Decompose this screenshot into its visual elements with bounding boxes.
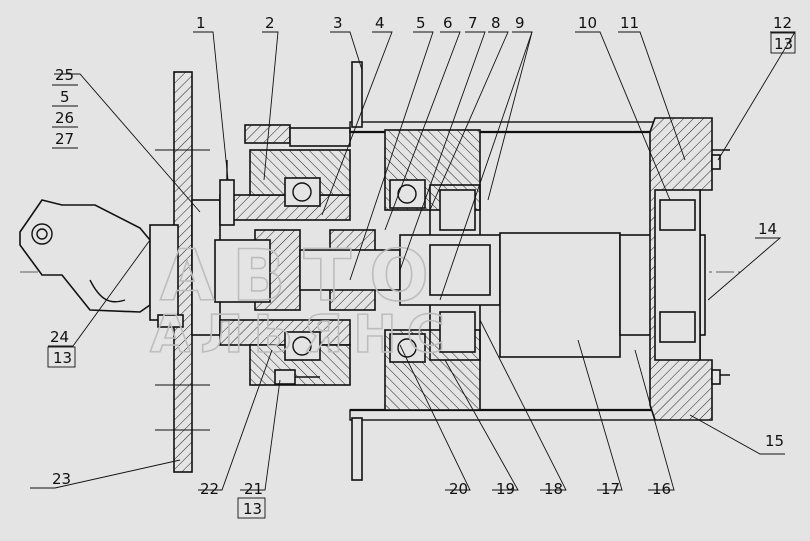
callout-2: 2	[265, 14, 275, 32]
leader-lines	[30, 31, 796, 491]
callout-11: 11	[620, 14, 639, 32]
callout-21: 21	[244, 480, 263, 498]
watermark: АВТО АЛЬЯНС	[149, 234, 455, 366]
callout-1: 1	[196, 14, 206, 32]
mechanism	[19, 61, 740, 481]
callout-4: 4	[375, 14, 385, 32]
callout-15: 15	[765, 432, 784, 450]
callout-25: 25	[55, 66, 74, 84]
callout-labels: 1 2 3 4 5 6 7 8 9 10 11 12 13 14 15 16 1…	[47, 14, 796, 519]
callout-23: 23	[52, 470, 71, 488]
callout-25-stack-1: 5	[60, 88, 70, 106]
callout-12-sub: 13	[774, 35, 793, 53]
callout-12: 12	[773, 14, 792, 32]
callout-5: 5	[416, 14, 426, 32]
callout-24-sub: 13	[53, 349, 72, 367]
callout-17: 17	[601, 480, 620, 498]
callout-8: 8	[491, 14, 501, 32]
callout-20: 20	[449, 480, 468, 498]
callout-6: 6	[443, 14, 453, 32]
callout-19: 19	[496, 480, 515, 498]
callout-25-stack-2: 26	[55, 109, 74, 127]
callout-24: 24	[50, 328, 69, 346]
callout-24-box	[47, 346, 76, 368]
callout-21-sub: 13	[243, 500, 262, 518]
watermark-line2: АЛЬЯНС	[150, 305, 455, 365]
callout-14: 14	[758, 220, 777, 238]
callout-10: 10	[578, 14, 597, 32]
callout-3: 3	[333, 14, 343, 32]
callout-21-box	[237, 497, 266, 519]
hydraulic-motor	[19, 199, 151, 313]
callout-18: 18	[544, 480, 563, 498]
callout-22: 22	[200, 480, 219, 498]
callout-25-stack-3: 27	[55, 130, 74, 148]
watermark-line1: АВТО	[160, 235, 447, 317]
callout-12-box	[770, 32, 796, 54]
callout-9: 9	[515, 14, 525, 32]
callout-16: 16	[652, 480, 671, 498]
callout-7: 7	[468, 14, 478, 32]
